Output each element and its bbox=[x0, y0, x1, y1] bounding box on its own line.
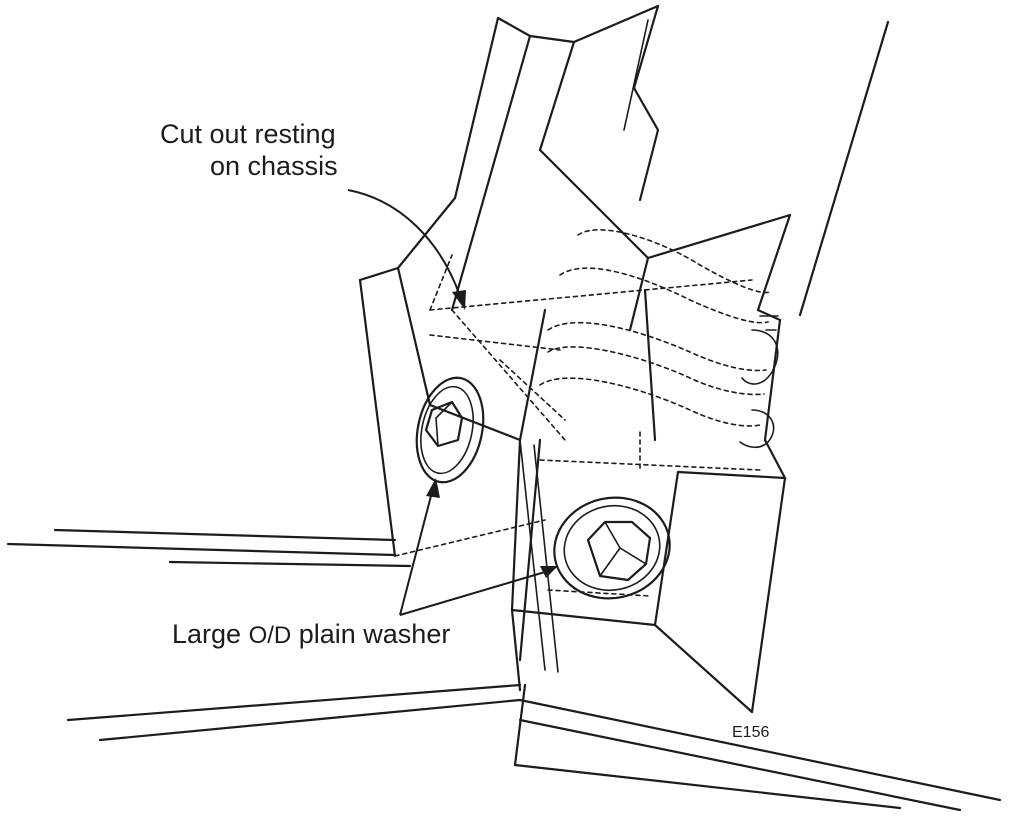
cutout-label-line1: Cut out resting bbox=[160, 119, 336, 149]
left-washer-bolt bbox=[415, 376, 485, 484]
chassis-rails bbox=[6, 528, 1002, 812]
angle-bracket bbox=[358, 148, 792, 714]
washer-label-od: O/D bbox=[249, 622, 292, 649]
coil-spring bbox=[739, 315, 779, 449]
washer-label-post: plain washer bbox=[291, 619, 450, 649]
cutout-label-line2: on chassis bbox=[210, 151, 338, 181]
cutout-annotation: Cut out resting on chassis bbox=[160, 119, 466, 310]
upright-channel bbox=[450, 4, 890, 317]
hidden-lines bbox=[394, 229, 771, 597]
right-washer-bolt bbox=[553, 496, 671, 600]
washer-annotation: Large O/D plain washer bbox=[172, 478, 558, 649]
figure-code: E156 bbox=[732, 724, 769, 741]
washer-label: Large O/D plain washer bbox=[172, 619, 450, 649]
washer-label-pre: Large bbox=[172, 619, 249, 649]
